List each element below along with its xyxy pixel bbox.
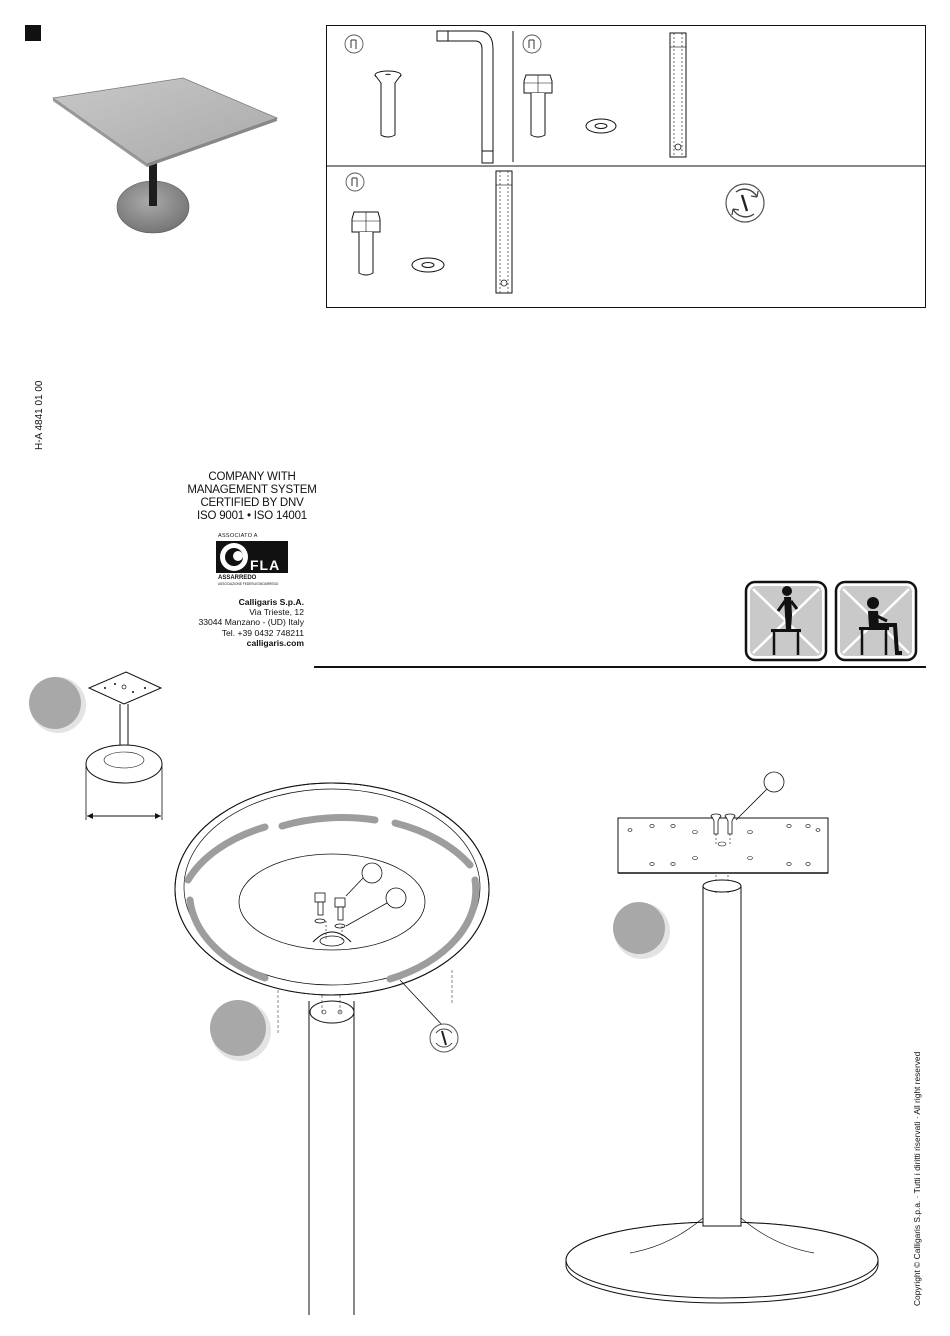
hex-bolt bbox=[351, 211, 381, 276]
document-code: H-A 4841 01 00 bbox=[34, 380, 45, 451]
cert-line-2: MANAGEMENT SYSTEM bbox=[187, 484, 317, 496]
washer bbox=[411, 257, 445, 273]
company-phone: Tel. +39 0432 748211 bbox=[221, 627, 304, 638]
cert-line-4: ISO 9001 • ISO 14001 bbox=[197, 510, 307, 522]
no-sitting-on-table-icon bbox=[834, 580, 918, 662]
product-table-render bbox=[52, 77, 278, 234]
allen-key-tool-icon bbox=[345, 172, 365, 192]
countersunk-screw bbox=[374, 70, 402, 138]
company-address: Calligaris S.p.A. Via Trieste, 12 33044 … bbox=[180, 597, 304, 648]
no-standing-on-table-icon bbox=[744, 580, 828, 662]
step-2-base-column bbox=[174, 782, 490, 1315]
cert-line-3: CERTIFIED BY DNV bbox=[200, 497, 304, 509]
certification-block: COMPANY WITH MANAGEMENT SYSTEM CERTIFIED… bbox=[185, 471, 319, 523]
fla-logo: ASSOCIATO A FLA ASSARREDO ASSOCIAZIONE F… bbox=[216, 533, 290, 589]
fla-logo-top-text: ASSOCIATO A bbox=[218, 533, 258, 539]
fla-logo-brand: FLA bbox=[250, 557, 281, 573]
hex-bolt bbox=[523, 74, 553, 138]
section-divider bbox=[314, 666, 926, 668]
fla-logo-small-text: ASSOCIAZIONE FEDERLEGNOARREDO bbox=[218, 582, 279, 586]
copyright-notice: Copyright © Calligaris S.p.a. · Tutti i … bbox=[912, 1051, 922, 1306]
hardware-panel bbox=[326, 25, 926, 308]
fla-logo-bottom-text: ASSARREDO bbox=[218, 575, 257, 581]
fla-logo-circle bbox=[220, 543, 248, 571]
allen-key bbox=[436, 30, 494, 164]
tube-insert bbox=[495, 170, 513, 294]
tube-insert bbox=[669, 32, 687, 158]
screwdriver-tool-icon bbox=[429, 1023, 459, 1053]
washer bbox=[585, 118, 617, 134]
cert-line-1: COMPANY WITH bbox=[208, 471, 296, 483]
allen-key-tool-icon bbox=[344, 34, 364, 54]
allen-key-tool-icon bbox=[522, 34, 542, 54]
rotate-tool-icon bbox=[725, 183, 765, 223]
page-marker-square bbox=[25, 25, 41, 41]
step-3-column-assembly bbox=[565, 771, 879, 1304]
company-web: calligaris.com bbox=[246, 637, 304, 648]
step-1-base-overview bbox=[29, 671, 163, 820]
company-street: Via Trieste, 12 bbox=[249, 607, 304, 618]
company-city: 33044 Manzano - (UD) Italy bbox=[198, 617, 304, 628]
company-name: Calligaris S.p.A. bbox=[238, 597, 304, 607]
